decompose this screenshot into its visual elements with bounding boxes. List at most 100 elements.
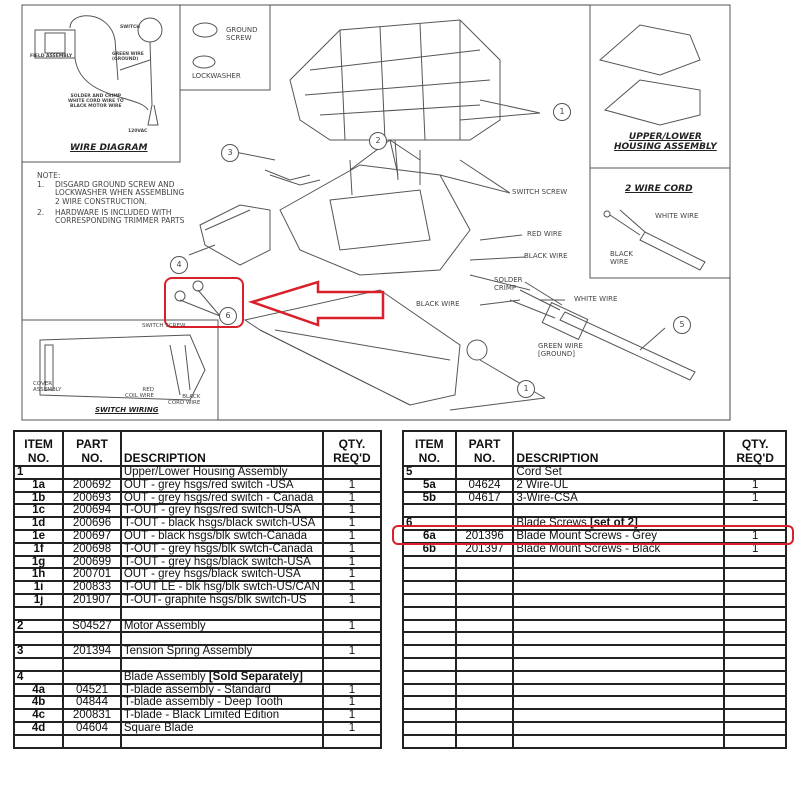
description: Blade Screws [set of 2] (512, 516, 726, 531)
description-note: [set of 2] (589, 517, 638, 530)
description: T-OUT - grey hsgs/blk swtch-Canada (119, 541, 324, 557)
ground-screw-label: GROUND SCREW (226, 26, 258, 42)
two-wire-black-wire-label: BLACK WIRE (610, 250, 634, 266)
part-no (454, 669, 515, 685)
part-no (454, 631, 515, 647)
green-wire-label: GREEN WIRE (GROUND) (112, 52, 144, 62)
qty-required (723, 592, 787, 608)
description-text: T-OUT - grey hsgs/red switch-USA (123, 504, 301, 517)
red-coil-wire-label: RED COIL WIRE (125, 387, 154, 400)
item-no: 4a (12, 682, 65, 698)
description: T-blade - Black Limited Edition (119, 708, 324, 723)
description (119, 733, 324, 749)
qty-required (723, 631, 787, 647)
description-text: Motor Assembly (123, 619, 206, 632)
table-row-empty (402, 644, 787, 659)
qty-required (723, 656, 787, 672)
qty-required: 1 (321, 592, 383, 608)
description (512, 644, 726, 659)
description-text: T-OUT LE - blk hsg/blk swtch-US/CAN (123, 581, 320, 594)
item-no (402, 644, 457, 659)
description-text: T-blade - Black Limited Edition (123, 709, 280, 722)
lockwasher-label: LOCKWASHER (192, 72, 241, 80)
qty-required: 1 (321, 708, 383, 723)
part-no: 200833 (62, 580, 122, 595)
qty-required: 1 (321, 618, 383, 634)
description-note: [Sold Separately] (208, 670, 303, 683)
table-row-empty (402, 669, 787, 685)
qty-required: 1 (321, 644, 383, 659)
description: Motor Assembly (119, 618, 324, 634)
item-no (402, 695, 457, 711)
item-no (12, 656, 65, 672)
item-no: 4c (12, 708, 65, 723)
part-no: 200696 (62, 516, 122, 531)
parts-table-right: ITEM NO. PART NO. DESCRIPTION QTY. REQ'D… (402, 430, 787, 749)
qty-required (723, 682, 787, 698)
qty-required (321, 669, 383, 685)
header-description: DESCRIPTION (512, 430, 726, 467)
highlight-row-blade-screws (392, 525, 794, 545)
description (512, 733, 726, 749)
table-row-empty (402, 580, 787, 595)
item-no: 4b (12, 695, 65, 711)
description-text: T-OUT - grey hsgs/black switch-USA (123, 555, 311, 568)
description (512, 631, 726, 647)
header-item-no: ITEM NO. (12, 430, 65, 467)
part-no: 04844 (62, 695, 122, 711)
description-text: Blade Mount Screws - Grey (516, 529, 658, 542)
part-no (62, 465, 122, 480)
switch-label: SWITCH (120, 25, 141, 30)
part-no: 200701 (62, 567, 122, 583)
two-wire-white-wire-label: WHITE WIRE (655, 212, 699, 220)
table-row-empty (402, 592, 787, 608)
table-row-empty (402, 695, 787, 711)
black-cord-wire-label: BLACK CORD WIRE (168, 394, 201, 407)
qty-required: 1 (723, 477, 787, 493)
part-no: 200697 (62, 529, 122, 544)
table-row-empty (402, 605, 787, 621)
green-wire-ground-label: GREEN WIRE [GROUND] (538, 342, 583, 358)
notes-heading: NOTE: (37, 171, 61, 180)
description: Tension Spring Assembly (119, 644, 324, 659)
description: T-OUT LE - blk hsg/blk swtch-US/CAN (119, 580, 324, 595)
item-no: 1b (12, 490, 65, 506)
description-text: OUT - grey hsgs/red switch - Canada (123, 491, 314, 504)
item-no: 1d (12, 516, 65, 531)
description (512, 554, 726, 570)
description: OUT - grey hsgs/red switch - Canada (119, 490, 324, 506)
part-no (454, 592, 515, 608)
description (119, 631, 324, 647)
item-no: 4d (12, 720, 65, 736)
item-no (402, 708, 457, 723)
part-no: 200693 (62, 490, 122, 506)
header-qty: QTY. REQ'D (321, 430, 383, 467)
table-row-empty (402, 733, 787, 749)
part-no (454, 733, 515, 749)
qty-required (723, 567, 787, 583)
part-no: 04521 (62, 682, 122, 698)
description-text: OUT - black hsgs/blk swtch-Canada (123, 529, 308, 542)
part-no (454, 503, 515, 519)
item-no: 1j (12, 592, 65, 608)
item-no (402, 720, 457, 736)
description: T-blade assembly - Standard (119, 682, 324, 698)
description-text: T-OUT - black hsgs/black switch-USA (123, 517, 316, 530)
table-row-empty (402, 567, 787, 583)
qty-required: 1 (321, 567, 383, 583)
part-no (454, 567, 515, 583)
solder-note: SOLDER AND CRIMP WHITE CORD WIRE TO BLAC… (68, 94, 124, 109)
description: T-OUT- graphite hsgs/blk switch-US (119, 592, 324, 608)
part-no (454, 720, 515, 736)
solder-crimp-label: SOLDER CRIMP (494, 276, 523, 292)
